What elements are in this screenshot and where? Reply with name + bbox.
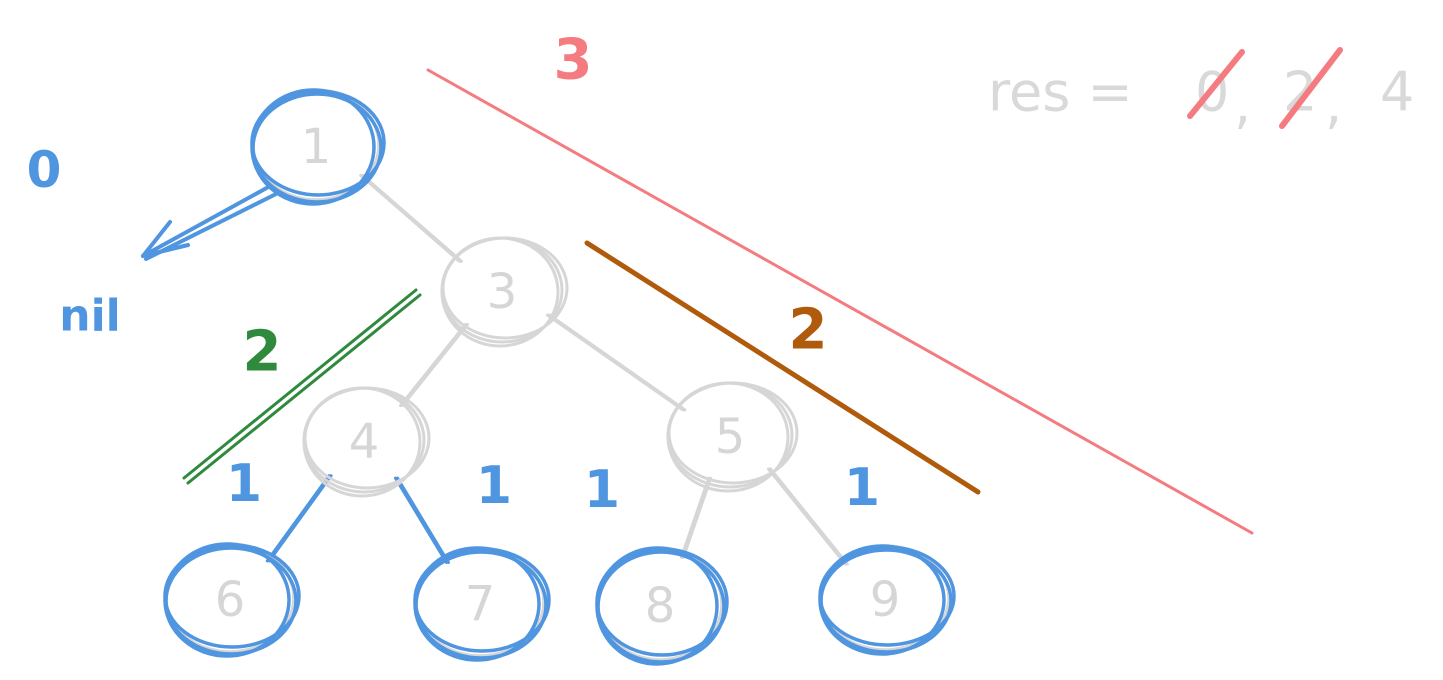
node-label: 8 bbox=[645, 578, 676, 634]
tree-edge-n5-n9 bbox=[766, 467, 849, 566]
tree-edge-n1-n3 bbox=[359, 173, 463, 263]
tree-node-7: 7 bbox=[413, 546, 551, 662]
node-label: 7 bbox=[465, 576, 496, 632]
tree-edge-n5-n8 bbox=[679, 476, 713, 559]
tree-node-5: 5 bbox=[666, 381, 799, 493]
result-comma: , bbox=[1234, 73, 1251, 136]
node-label: 4 bbox=[349, 414, 380, 470]
node-label: 9 bbox=[870, 572, 901, 628]
leaf-edge-label: 1 bbox=[476, 456, 512, 516]
node-label: 6 bbox=[215, 572, 246, 628]
leaf-edge-label: 1 bbox=[584, 460, 620, 520]
depth-2-left-label: 2 bbox=[243, 320, 282, 385]
node-label: 3 bbox=[487, 264, 518, 320]
result-prefix: res = bbox=[988, 61, 1133, 124]
tree-edge-n3-n5 bbox=[546, 313, 687, 412]
tree-edge-n4-n7 bbox=[393, 476, 450, 564]
nil-arrow bbox=[141, 183, 280, 261]
depth-2-right-bracket-line bbox=[584, 240, 981, 495]
node-label: 1 bbox=[301, 119, 332, 175]
nil-label: nil bbox=[59, 291, 121, 342]
root-depth-label: 0 bbox=[27, 141, 62, 199]
nodes-layer: 1 3 4 5 6 7 8 9 bbox=[163, 88, 956, 666]
edges-layer bbox=[265, 173, 849, 566]
strike-mark bbox=[1279, 47, 1343, 129]
depth-2-right-label: 2 bbox=[789, 298, 828, 363]
leaf-edge-label: 1 bbox=[226, 454, 262, 514]
result-value: 4 bbox=[1380, 61, 1414, 124]
tree-node-4: 4 bbox=[302, 386, 431, 498]
depth-3-label: 3 bbox=[554, 28, 593, 93]
tree-node-3: 3 bbox=[440, 236, 569, 348]
tree-node-6: 6 bbox=[163, 542, 301, 658]
tree-node-1: 1 bbox=[250, 88, 386, 206]
depth-3-bracket-line bbox=[426, 68, 1254, 535]
result-list: res = 0 , 2 , 4 bbox=[988, 47, 1414, 136]
tree-node-8: 8 bbox=[595, 546, 729, 666]
node-label: 5 bbox=[715, 409, 746, 465]
tree-edge-n4-n6 bbox=[265, 474, 333, 563]
tree-edge-n3-n4 bbox=[399, 322, 469, 408]
depth-2-left-bracket-line bbox=[182, 288, 422, 485]
strike-mark bbox=[1187, 49, 1245, 119]
tree-node-9: 9 bbox=[818, 544, 956, 656]
leaf-edge-label: 1 bbox=[844, 458, 880, 518]
result-comma: , bbox=[1325, 73, 1342, 136]
